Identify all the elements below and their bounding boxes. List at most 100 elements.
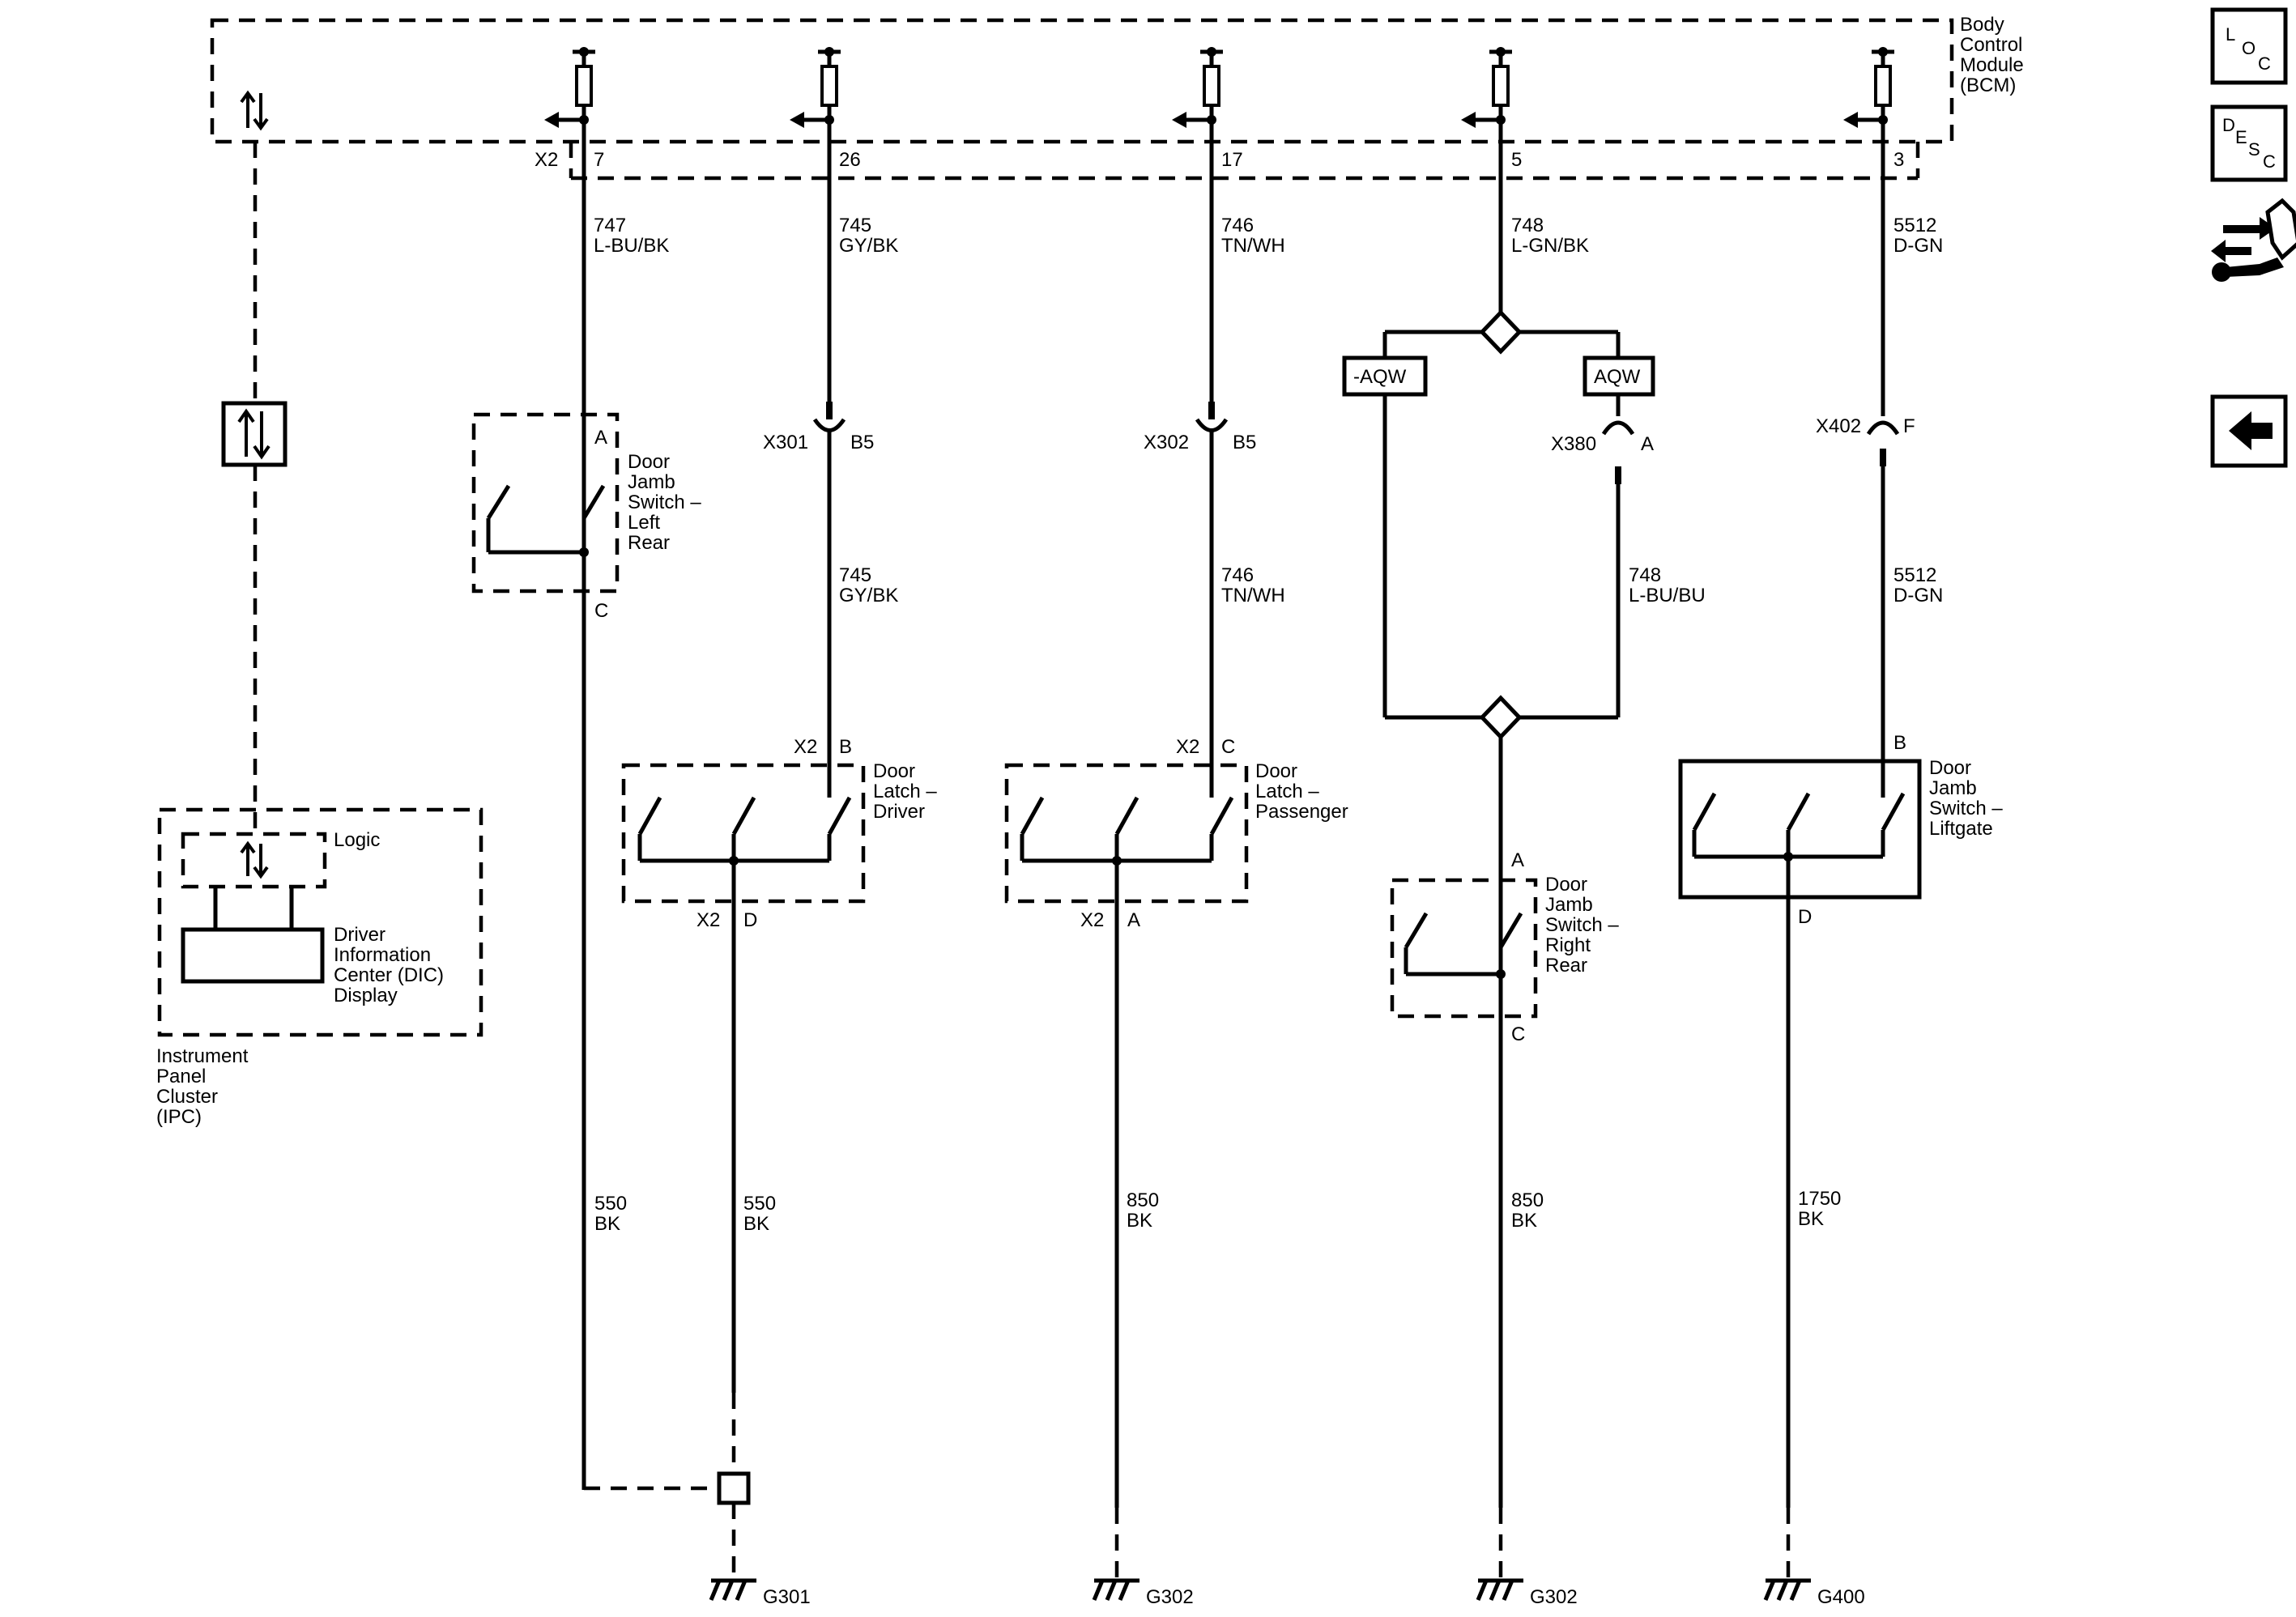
- circuit-745: X301 B5 745 GY/BK X2 B Door Latch – Driv…: [621, 142, 937, 1608]
- x301-pin: B5: [850, 432, 874, 453]
- circuit-746-num: 746: [1221, 215, 1254, 236]
- pass-label-3: Passenger: [1255, 801, 1348, 823]
- circuit-747: A C Door Jamb Switch – Left Rear 550 BK: [471, 142, 713, 1491]
- x302-name: X302: [1144, 432, 1189, 453]
- ground-g301-label: G301: [763, 1586, 811, 1608]
- desc-icon-c: C: [2263, 151, 2276, 172]
- ground-550-a-color: BK: [594, 1213, 620, 1235]
- lift-label-4: Liftgate: [1929, 818, 1993, 840]
- circuit-748-num: 748: [1511, 215, 1544, 236]
- lift-label-3: Switch –: [1929, 798, 2003, 819]
- bcm-label-1: Body: [1960, 14, 2004, 36]
- x302-pin: B5: [1233, 432, 1256, 453]
- lr-pin-c: C: [594, 600, 608, 622]
- pin-17: 17: [1221, 149, 1243, 171]
- ipc-label-3: Cluster: [156, 1086, 218, 1108]
- x380-num: 748: [1629, 564, 1661, 586]
- desc-icon-d: D: [2222, 115, 2235, 135]
- circuit-747-num: 747: [594, 215, 626, 236]
- driver-conn-top: X2: [794, 736, 817, 758]
- ground-g400-label: G400: [1817, 1586, 1865, 1608]
- x380-color: L-BU/BU: [1629, 585, 1706, 606]
- option-aqw: AQW: [1594, 366, 1641, 388]
- connector-tool-button[interactable]: [2211, 198, 2296, 282]
- ground-850-b-color: BK: [1511, 1210, 1537, 1232]
- ground-550-b-color: BK: [743, 1213, 769, 1235]
- ground-g302-b-label: G302: [1530, 1586, 1578, 1608]
- lift-pin-d: D: [1798, 906, 1812, 928]
- ground-850-a-color: BK: [1127, 1210, 1152, 1232]
- bcm-serial-data-icon: [240, 90, 269, 131]
- dic-label-2: Information: [334, 944, 431, 966]
- driver-label-3: Driver: [873, 801, 925, 823]
- ground-g302-a-label: G302: [1146, 1586, 1194, 1608]
- back-arrow-icon: [2229, 411, 2273, 450]
- pin-7: 7: [594, 149, 604, 171]
- circuit-746: X302 B5 746 TN/WH X2 C Door Latch – Pass…: [1004, 142, 1348, 1608]
- lr-pin-a: A: [594, 427, 607, 449]
- ipc-label-1: Instrument: [156, 1045, 249, 1067]
- ground-1750-num: 1750: [1798, 1188, 1841, 1210]
- logic-label: Logic: [334, 829, 380, 851]
- x302-color: TN/WH: [1221, 585, 1285, 606]
- rr-label-1: Door: [1545, 874, 1587, 896]
- circuit-745-num: 745: [839, 215, 871, 236]
- circuit-747-color: L-BU/BK: [594, 235, 669, 257]
- back-button[interactable]: [2210, 394, 2288, 468]
- x380-name: X380: [1551, 433, 1596, 455]
- lr-label-4: Left: [628, 512, 660, 534]
- rr-label-4: Right: [1545, 934, 1591, 956]
- circuit-748-color: L-GN/BK: [1511, 235, 1589, 257]
- bcm-label-3: Module: [1960, 54, 2024, 76]
- circuit-5512-num: 5512: [1893, 215, 1936, 236]
- dic-label-3: Center (DIC): [334, 964, 444, 986]
- bcm-label-2: Control: [1960, 34, 2022, 56]
- loc-button[interactable]: L O C: [2210, 7, 2288, 85]
- pass-conn-top: X2: [1176, 736, 1199, 758]
- dic-display-box: [181, 927, 325, 984]
- loc-icon-c: C: [2258, 53, 2271, 74]
- ground-1750-color: BK: [1798, 1208, 1824, 1230]
- circuit-745-color: GY/BK: [839, 235, 898, 257]
- pass-pin-top: C: [1221, 736, 1235, 758]
- x402-color: D-GN: [1893, 585, 1943, 606]
- connector-wrench-icon: [2211, 198, 2296, 282]
- dic-label-4: Display: [334, 985, 398, 1006]
- rr-label-5: Rear: [1545, 955, 1587, 977]
- lr-label-5: Rear: [628, 532, 670, 554]
- lift-label-2: Jamb: [1929, 777, 1977, 799]
- x402-pin: F: [1903, 415, 1915, 437]
- ground-850-a-num: 850: [1127, 1189, 1159, 1211]
- circuit-5512: X402 F 5512 D-GN B Door Jamb Switch – Li…: [1678, 142, 2003, 1608]
- ipc-module: Logic Driver Information Center (DIC) Di…: [156, 142, 483, 1128]
- lr-label-2: Jamb: [628, 471, 675, 493]
- ground-550-a-num: 550: [594, 1193, 627, 1215]
- rr-pin-c: C: [1511, 1023, 1525, 1045]
- bcm-input-symbols: [544, 47, 1894, 142]
- x301-name: X301: [763, 432, 808, 453]
- x402-num: 5512: [1893, 564, 1936, 586]
- dic-label-1: Driver: [334, 924, 386, 946]
- pass-label-1: Door: [1255, 760, 1297, 782]
- bcm-input-17: [1172, 47, 1223, 142]
- loc-icon-l: L: [2226, 24, 2235, 45]
- ground-550-b-num: 550: [743, 1193, 776, 1215]
- ground-g302-b-icon: [1476, 1578, 1523, 1601]
- lr-label-1: Door: [628, 451, 670, 473]
- ipc-label-2: Panel: [156, 1066, 206, 1087]
- option-aqw-box: [1582, 355, 1655, 397]
- circuit-5512-color: D-GN: [1893, 235, 1943, 257]
- desc-button[interactable]: D E S C: [2210, 104, 2288, 182]
- ground-g301-icon: [709, 1578, 756, 1601]
- bcm-pin-numbers: 7 26 17 5 3: [594, 149, 1904, 171]
- rr-label-2: Jamb: [1545, 894, 1593, 916]
- desc-icon-e: E: [2235, 127, 2247, 147]
- driver-label-1: Door: [873, 760, 915, 782]
- driver-conn-bot: X2: [696, 909, 720, 931]
- logic-serial-data-icon: [240, 840, 269, 879]
- x302-num: 746: [1221, 564, 1254, 586]
- rr-label-3: Switch –: [1545, 914, 1619, 936]
- ground-g400-icon: [1763, 1578, 1811, 1601]
- option-neg-aqw: -AQW: [1353, 366, 1407, 388]
